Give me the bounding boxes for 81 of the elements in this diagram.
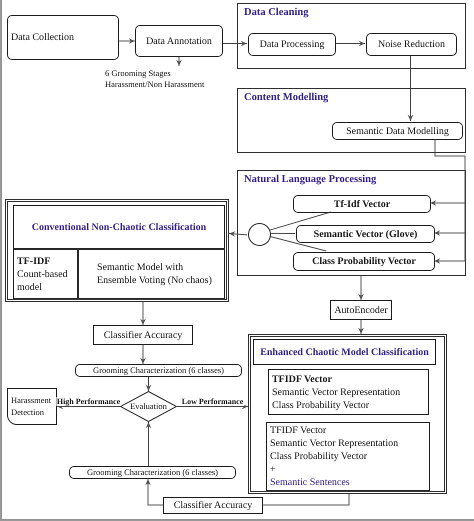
process-box — [248, 33, 336, 56]
connector-line — [262, 494, 350, 506]
connector-line — [270, 232, 296, 234]
process-box — [332, 122, 463, 140]
node-text: Data Processing — [260, 38, 324, 51]
group-title: Natural Language Processing — [244, 173, 376, 187]
result-box — [69, 466, 236, 479]
process-box — [93, 325, 193, 345]
classification-panel — [248, 334, 447, 494]
process-box — [7, 15, 119, 60]
arrow — [228, 231, 248, 237]
arrow — [176, 404, 248, 410]
group-panel — [237, 3, 466, 69]
node-text: Count-based model — [17, 268, 69, 294]
arrow — [358, 320, 364, 334]
connector-line — [269, 236, 327, 252]
edge-label: Low Performance — [180, 396, 244, 406]
classification-panel — [5, 199, 229, 302]
node-text: Semantic Data Modelling — [346, 124, 449, 138]
node-text: Data Collection — [11, 31, 74, 44]
arrow — [358, 276, 364, 300]
arrow — [140, 302, 146, 326]
node-text: TFIDF Vector — [270, 424, 326, 437]
arrow — [434, 138, 466, 264]
node-text: Class Probability Vector — [312, 255, 416, 268]
arrow — [146, 376, 152, 392]
heading-box — [253, 339, 436, 365]
heading-box — [13, 205, 225, 249]
group-title: Content Modelling — [244, 91, 328, 105]
node-text: TFIDF Vector — [272, 372, 332, 386]
node-text: Evaluation — [130, 400, 167, 412]
node-text: Grooming Characterization (6 classes) — [93, 364, 224, 376]
node-text: Semantic Sentences — [270, 476, 350, 489]
vector-box — [266, 422, 430, 491]
vector-box — [268, 369, 429, 415]
node-text: Harassment Detection — [11, 395, 52, 418]
node-text: Data Annotation — [146, 34, 212, 48]
group-panel — [237, 170, 466, 276]
arrow — [118, 38, 136, 44]
decision-diamond — [120, 391, 177, 422]
node-text: Noise Reduction — [378, 38, 445, 51]
junction-circle — [248, 223, 271, 246]
node-text: Class Probability Vector — [270, 450, 368, 463]
node-text: Semantic Vector (Glove) — [314, 228, 418, 240]
arrow — [145, 478, 164, 506]
arrow — [176, 56, 182, 66]
arrow — [146, 422, 152, 466]
arrow — [140, 344, 146, 364]
result-box — [75, 364, 242, 377]
node-text: TF-IDF — [17, 254, 50, 268]
node-text: Tf-Idf Vector — [334, 198, 390, 210]
node-text: Classifier Accuracy — [174, 499, 252, 512]
output-document — [7, 388, 57, 425]
process-box — [135, 25, 223, 57]
table-cell — [13, 249, 78, 299]
process-box — [366, 33, 457, 56]
arrow — [56, 404, 120, 410]
feature-box — [293, 252, 435, 271]
group-title: Data Cleaning — [244, 6, 308, 20]
feature-box — [293, 195, 431, 213]
table-cell — [78, 249, 225, 299]
arrow — [222, 40, 248, 46]
node-text: + — [270, 463, 276, 476]
feature-box — [296, 225, 435, 243]
node-text: Semantic Vector Representation — [270, 437, 398, 450]
process-box — [330, 300, 392, 320]
arrow — [334, 40, 366, 46]
edge-label: High Performance — [56, 396, 122, 406]
node-text: Classifier Accuracy — [104, 328, 182, 342]
node-text: Grooming Characterization (6 classes) — [87, 466, 218, 478]
node-text: Class Probability Vector — [272, 398, 370, 412]
node-text: 6 Grooming Stages — [105, 68, 171, 79]
process-box — [163, 497, 263, 514]
group-panel — [237, 88, 466, 153]
node-text: Conventional Non-Chaotic Classification — [32, 220, 206, 234]
node-text: Semantic Model with Ensemble Voting (No chaos) — [97, 261, 213, 287]
arrow — [408, 54, 414, 122]
node-text: Harassment/Non Harassment — [105, 79, 204, 90]
node-text: AutoEncoder — [334, 304, 388, 316]
node-text: Semantic Vector Representation — [272, 386, 400, 398]
node-text: Enhanced Chaotic Model Classification — [260, 346, 429, 358]
